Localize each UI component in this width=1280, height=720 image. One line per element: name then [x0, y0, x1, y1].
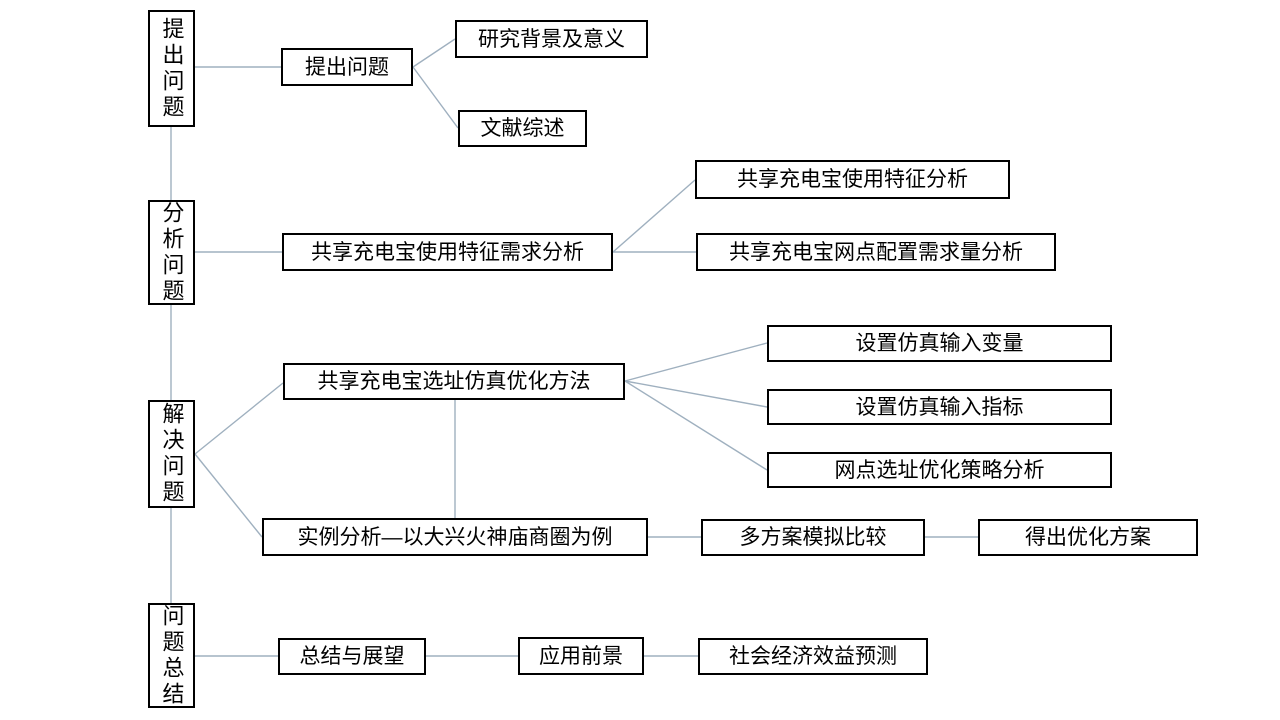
node-research-background-label: 研究背景及意义 — [478, 27, 625, 51]
node-multi-scheme-compare: 多方案模拟比较 — [701, 519, 925, 556]
node-application-prospects-label: 应用前景 — [539, 644, 623, 668]
node-application-prospects: 应用前景 — [518, 637, 644, 675]
node-raise-main: 提出问题 — [281, 48, 413, 86]
node-config-demand-label: 共享充电宝网点配置需求量分析 — [729, 240, 1023, 264]
connector-demand-usage — [612, 179, 696, 253]
node-simulation-method-label: 共享充电宝选址仿真优化方法 — [317, 370, 591, 393]
node-literature-review: 文献综述 — [458, 110, 587, 147]
spine-box-problem-summary-label: 问题总结 — [159, 603, 185, 708]
node-multi-scheme-compare-label: 多方案模拟比较 — [739, 526, 887, 549]
node-literature-review-label: 文献综述 — [480, 117, 565, 140]
node-site-strategy: 网点选址优化策略分析 — [767, 452, 1112, 488]
node-sim-input-indicators: 设置仿真输入指标 — [767, 389, 1112, 425]
connector-solve-case — [194, 453, 263, 538]
spine-box-raise-problem: 提出问题 — [148, 10, 195, 127]
node-case-analysis-label: 实例分析—以大兴火神庙商圈为例 — [297, 525, 613, 549]
node-demand-analysis-label: 共享充电宝使用特征需求分析 — [311, 240, 584, 264]
spine-box-solve-problem-label: 解决问题 — [159, 402, 185, 506]
node-benefit-forecast-label: 社会经济效益预测 — [729, 645, 897, 668]
node-case-analysis: 实例分析—以大兴火神庙商圈为例 — [262, 518, 648, 556]
node-conclusion-outlook: 总结与展望 — [278, 638, 426, 675]
node-research-background: 研究背景及意义 — [455, 20, 648, 58]
node-benefit-forecast: 社会经济效益预测 — [698, 638, 928, 675]
connector-method-vars — [624, 342, 768, 382]
node-optimal-plan-label: 得出优化方案 — [1025, 526, 1151, 549]
node-site-strategy-label: 网点选址优化策略分析 — [834, 458, 1045, 482]
node-sim-input-variables-label: 设置仿真输入变量 — [855, 332, 1024, 355]
node-config-demand: 共享充电宝网点配置需求量分析 — [696, 233, 1056, 271]
node-sim-input-variables: 设置仿真输入变量 — [767, 325, 1112, 362]
spine-box-raise-problem-label: 提出问题 — [159, 16, 185, 121]
node-usage-characteristics: 共享充电宝使用特征分析 — [695, 160, 1010, 199]
spine-box-analyze-problem: 分析问题 — [148, 200, 195, 305]
node-simulation-method: 共享充电宝选址仿真优化方法 — [283, 363, 625, 400]
connector-method-indicators — [624, 380, 768, 408]
node-optimal-plan: 得出优化方案 — [978, 519, 1198, 556]
connector-main-background — [412, 38, 456, 68]
node-raise-main-label: 提出问题 — [305, 55, 389, 79]
node-demand-analysis: 共享充电宝使用特征需求分析 — [282, 233, 613, 271]
node-conclusion-outlook-label: 总结与展望 — [299, 645, 405, 668]
spine-box-problem-summary: 问题总结 — [148, 603, 195, 708]
node-usage-characteristics-label: 共享充电宝使用特征分析 — [737, 168, 968, 191]
connector-method-strategy — [624, 380, 768, 471]
spine-box-solve-problem: 解决问题 — [148, 400, 195, 508]
node-sim-input-indicators-label: 设置仿真输入指标 — [855, 395, 1024, 419]
spine-box-analyze-problem-label: 分析问题 — [159, 200, 185, 305]
connector-main-literature — [412, 66, 459, 129]
connector-solve-method — [194, 382, 284, 455]
